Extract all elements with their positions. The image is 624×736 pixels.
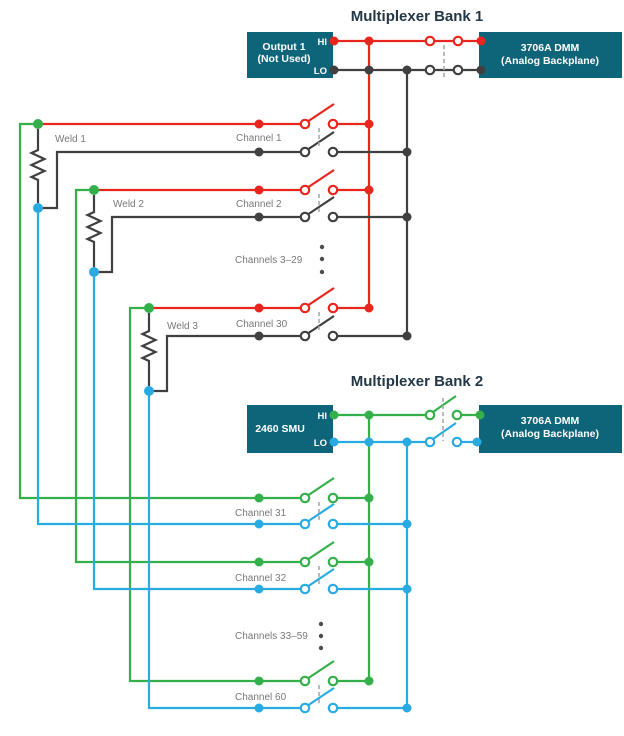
bank2-lo-net <box>36 208 477 710</box>
channel31-label: Channel 31 <box>235 508 287 519</box>
smu-box-label: 2460 SMU <box>255 423 305 435</box>
bank1-lo-net <box>28 68 481 393</box>
output1-box-label-line1: Output 1 <box>262 41 305 53</box>
channel2-hi-switch-lever <box>306 169 335 189</box>
channel30-lo-switch-lever <box>306 315 335 335</box>
channel32-lo-switch-lever <box>306 568 335 588</box>
channel60-lo-switch-lever <box>306 687 335 707</box>
hi-red-junction-dots <box>254 36 486 313</box>
weld2-lo-sense-wire <box>92 272 305 591</box>
bank1-lo-switch-contacts <box>299 64 464 342</box>
channel2-lo-wire <box>94 215 305 274</box>
smu-hi-label: HI <box>318 411 328 422</box>
bank2-title: Multiplexer Bank 2 <box>351 373 484 390</box>
bank1-dmm-label-line2: (Analog Backplane) <box>501 55 599 67</box>
channels-3-29-label: Channels 3–29 <box>235 255 303 266</box>
channel1-hi-switch-lever <box>306 103 335 123</box>
channel30-hi-switch-lever <box>306 287 335 307</box>
channel31-hi-switch-lever <box>306 477 335 497</box>
switch-gang-dashed-lines <box>318 45 445 704</box>
channel60-hi-switch-lever <box>306 660 335 680</box>
weld2-hi-sense-wire <box>74 188 305 564</box>
weld1-resistor <box>28 129 48 203</box>
bank2-lo-backplane-switch-lever <box>432 422 457 440</box>
weld1-lo-sense-wire <box>36 208 305 526</box>
channels-33-59-label: Channels 33–59 <box>235 631 308 642</box>
bank1-dmm-label-line1: 3706A DMM <box>521 42 580 54</box>
smu-box <box>247 405 333 453</box>
bank1-hi-switch-contacts <box>299 35 464 314</box>
bank1-hi-net <box>38 39 481 310</box>
bank2-dmm-label-line1: 3706A DMM <box>521 415 580 427</box>
weld3-lo-sense-wire <box>147 391 305 710</box>
lo-blue-junction-dots <box>33 203 482 713</box>
channel32-hi-switch-lever <box>306 541 335 561</box>
weld3-resistor <box>139 313 159 386</box>
channel1-label: Channel 1 <box>236 133 282 144</box>
channel60-label: Channel 60 <box>235 692 287 703</box>
bank2-hi-backplane-switch-lever <box>432 395 457 413</box>
channel30-label: Channel 30 <box>236 319 288 330</box>
bank2-dmm-label-line2: (Analog Backplane) <box>501 428 599 440</box>
weld1-hi-sense-wire <box>18 122 305 500</box>
channel31-lo-switch-lever <box>306 503 335 523</box>
channels-3-29-ellipsis <box>319 244 325 275</box>
bank1-dmm-box <box>479 32 622 78</box>
channel1-lo-switch-lever <box>306 131 335 151</box>
bank2-lo-switch-contacts <box>299 436 463 714</box>
output1-lo-label: LO <box>314 66 327 77</box>
lo-black-junction-dots <box>254 65 486 341</box>
weld3-hi-sense-wire <box>128 306 305 683</box>
weld1-label: Weld 1 <box>55 134 86 145</box>
weld3-label: Weld 3 <box>167 321 198 332</box>
channel30-lo-wire <box>149 334 305 393</box>
output1-box <box>247 32 333 78</box>
weld2-label: Weld 2 <box>113 199 144 210</box>
output1-hi-label: HI <box>318 37 328 48</box>
output1-box-label-line2: (Not Used) <box>257 53 310 65</box>
bank2-hi-switch-contacts <box>299 409 463 687</box>
channel32-label: Channel 32 <box>235 573 287 584</box>
channel2-label: Channel 2 <box>236 199 282 210</box>
bank2-dmm-box <box>479 405 622 453</box>
weld2-resistor <box>84 195 104 267</box>
hi-green-junction-dots <box>33 119 485 686</box>
channel1-lo-wire <box>38 150 305 210</box>
smu-lo-label: LO <box>314 438 327 449</box>
channel2-lo-switch-lever <box>306 196 335 216</box>
channels-33-59-ellipsis <box>318 621 324 651</box>
bank1-title: Multiplexer Bank 1 <box>351 8 484 25</box>
